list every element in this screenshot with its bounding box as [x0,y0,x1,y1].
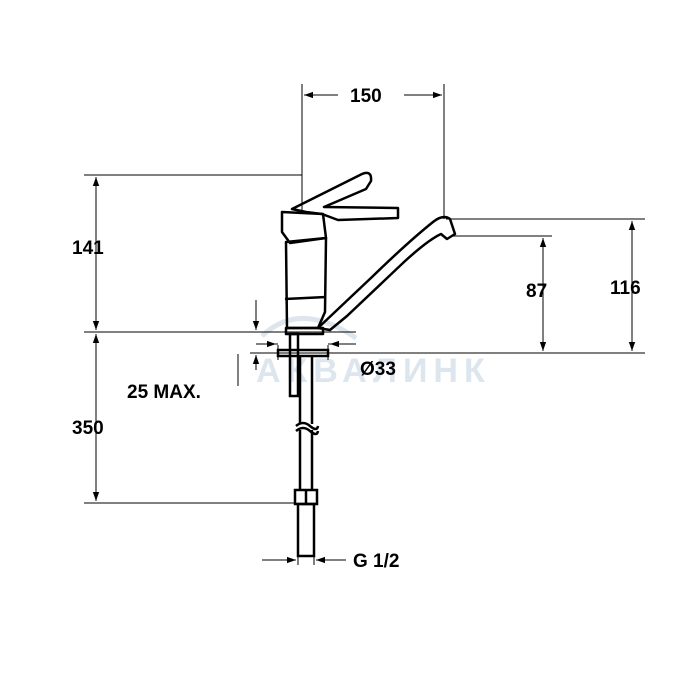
label-g12: G 1/2 [353,551,399,572]
faucet-outline [280,171,457,336]
mounting-bolt [288,332,300,398]
body-band [284,295,327,301]
hose-lower [298,430,314,490]
hose-break-bottom [295,426,320,436]
dimension-lines [92,91,636,564]
label-150: 150 [350,86,382,107]
label-87: 87 [526,281,547,302]
label-25-max: 25 MAX. [127,382,201,403]
label-141: 141 [72,238,104,259]
base-flange [284,326,325,336]
watermark: АКВАЛИНК [256,316,491,390]
label-116: 116 [610,278,641,299]
hose-break-top [295,421,320,431]
mounting-assembly [276,332,330,558]
label-diameter: Ø33 [360,359,396,380]
dimension-labels: 150 141 87 116 Ø33 25 MAX. 350 G 1/2 [72,86,641,572]
hose-thread [296,502,316,558]
lever-handle [290,171,400,222]
label-350: 350 [72,418,104,439]
watermark-swoosh [260,316,358,341]
watermark-text: АКВАЛИНК [256,352,491,390]
spout [316,215,457,332]
extension-lines [84,84,645,565]
hose-upper [298,356,314,424]
faucet-body [284,236,328,330]
